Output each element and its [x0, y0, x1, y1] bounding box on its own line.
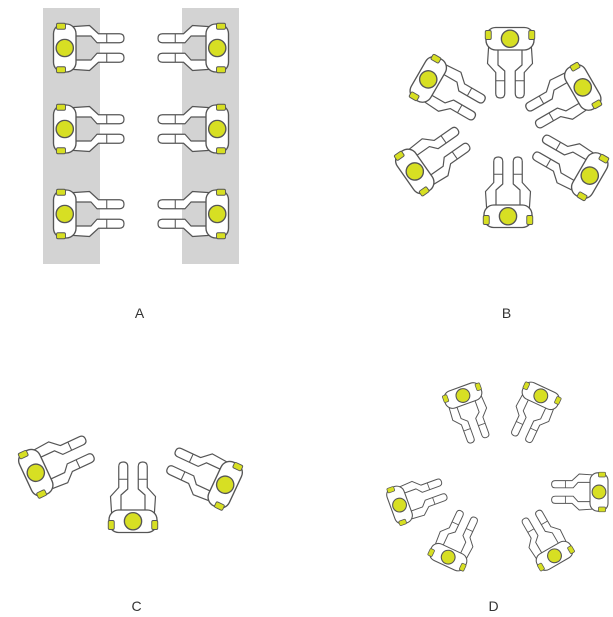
- panel-label-a: A: [135, 305, 145, 321]
- person-icon: [526, 125, 612, 203]
- person-icon: [552, 472, 608, 512]
- panel-label-d: D: [488, 598, 499, 614]
- person-icon: [519, 60, 605, 138]
- person-icon: [15, 425, 100, 500]
- panel-label-b: B: [502, 305, 512, 321]
- person-icon: [485, 28, 535, 99]
- person-icon: [426, 506, 486, 574]
- person-icon: [391, 117, 477, 198]
- panel-a-rows: [43, 8, 239, 264]
- person-icon: [483, 157, 533, 228]
- panel-label-c: C: [131, 598, 142, 614]
- person-icon: [406, 52, 492, 130]
- person-icon: [441, 380, 498, 447]
- person-icon: [503, 379, 563, 447]
- person-icon: [108, 462, 158, 533]
- panel-c-semicircle: [15, 425, 246, 532]
- person-icon: [514, 505, 576, 574]
- panel-d-pairs: [384, 379, 608, 573]
- person-icon: [161, 437, 246, 512]
- person-icon: [384, 470, 451, 527]
- panel-b-circle: [391, 28, 611, 228]
